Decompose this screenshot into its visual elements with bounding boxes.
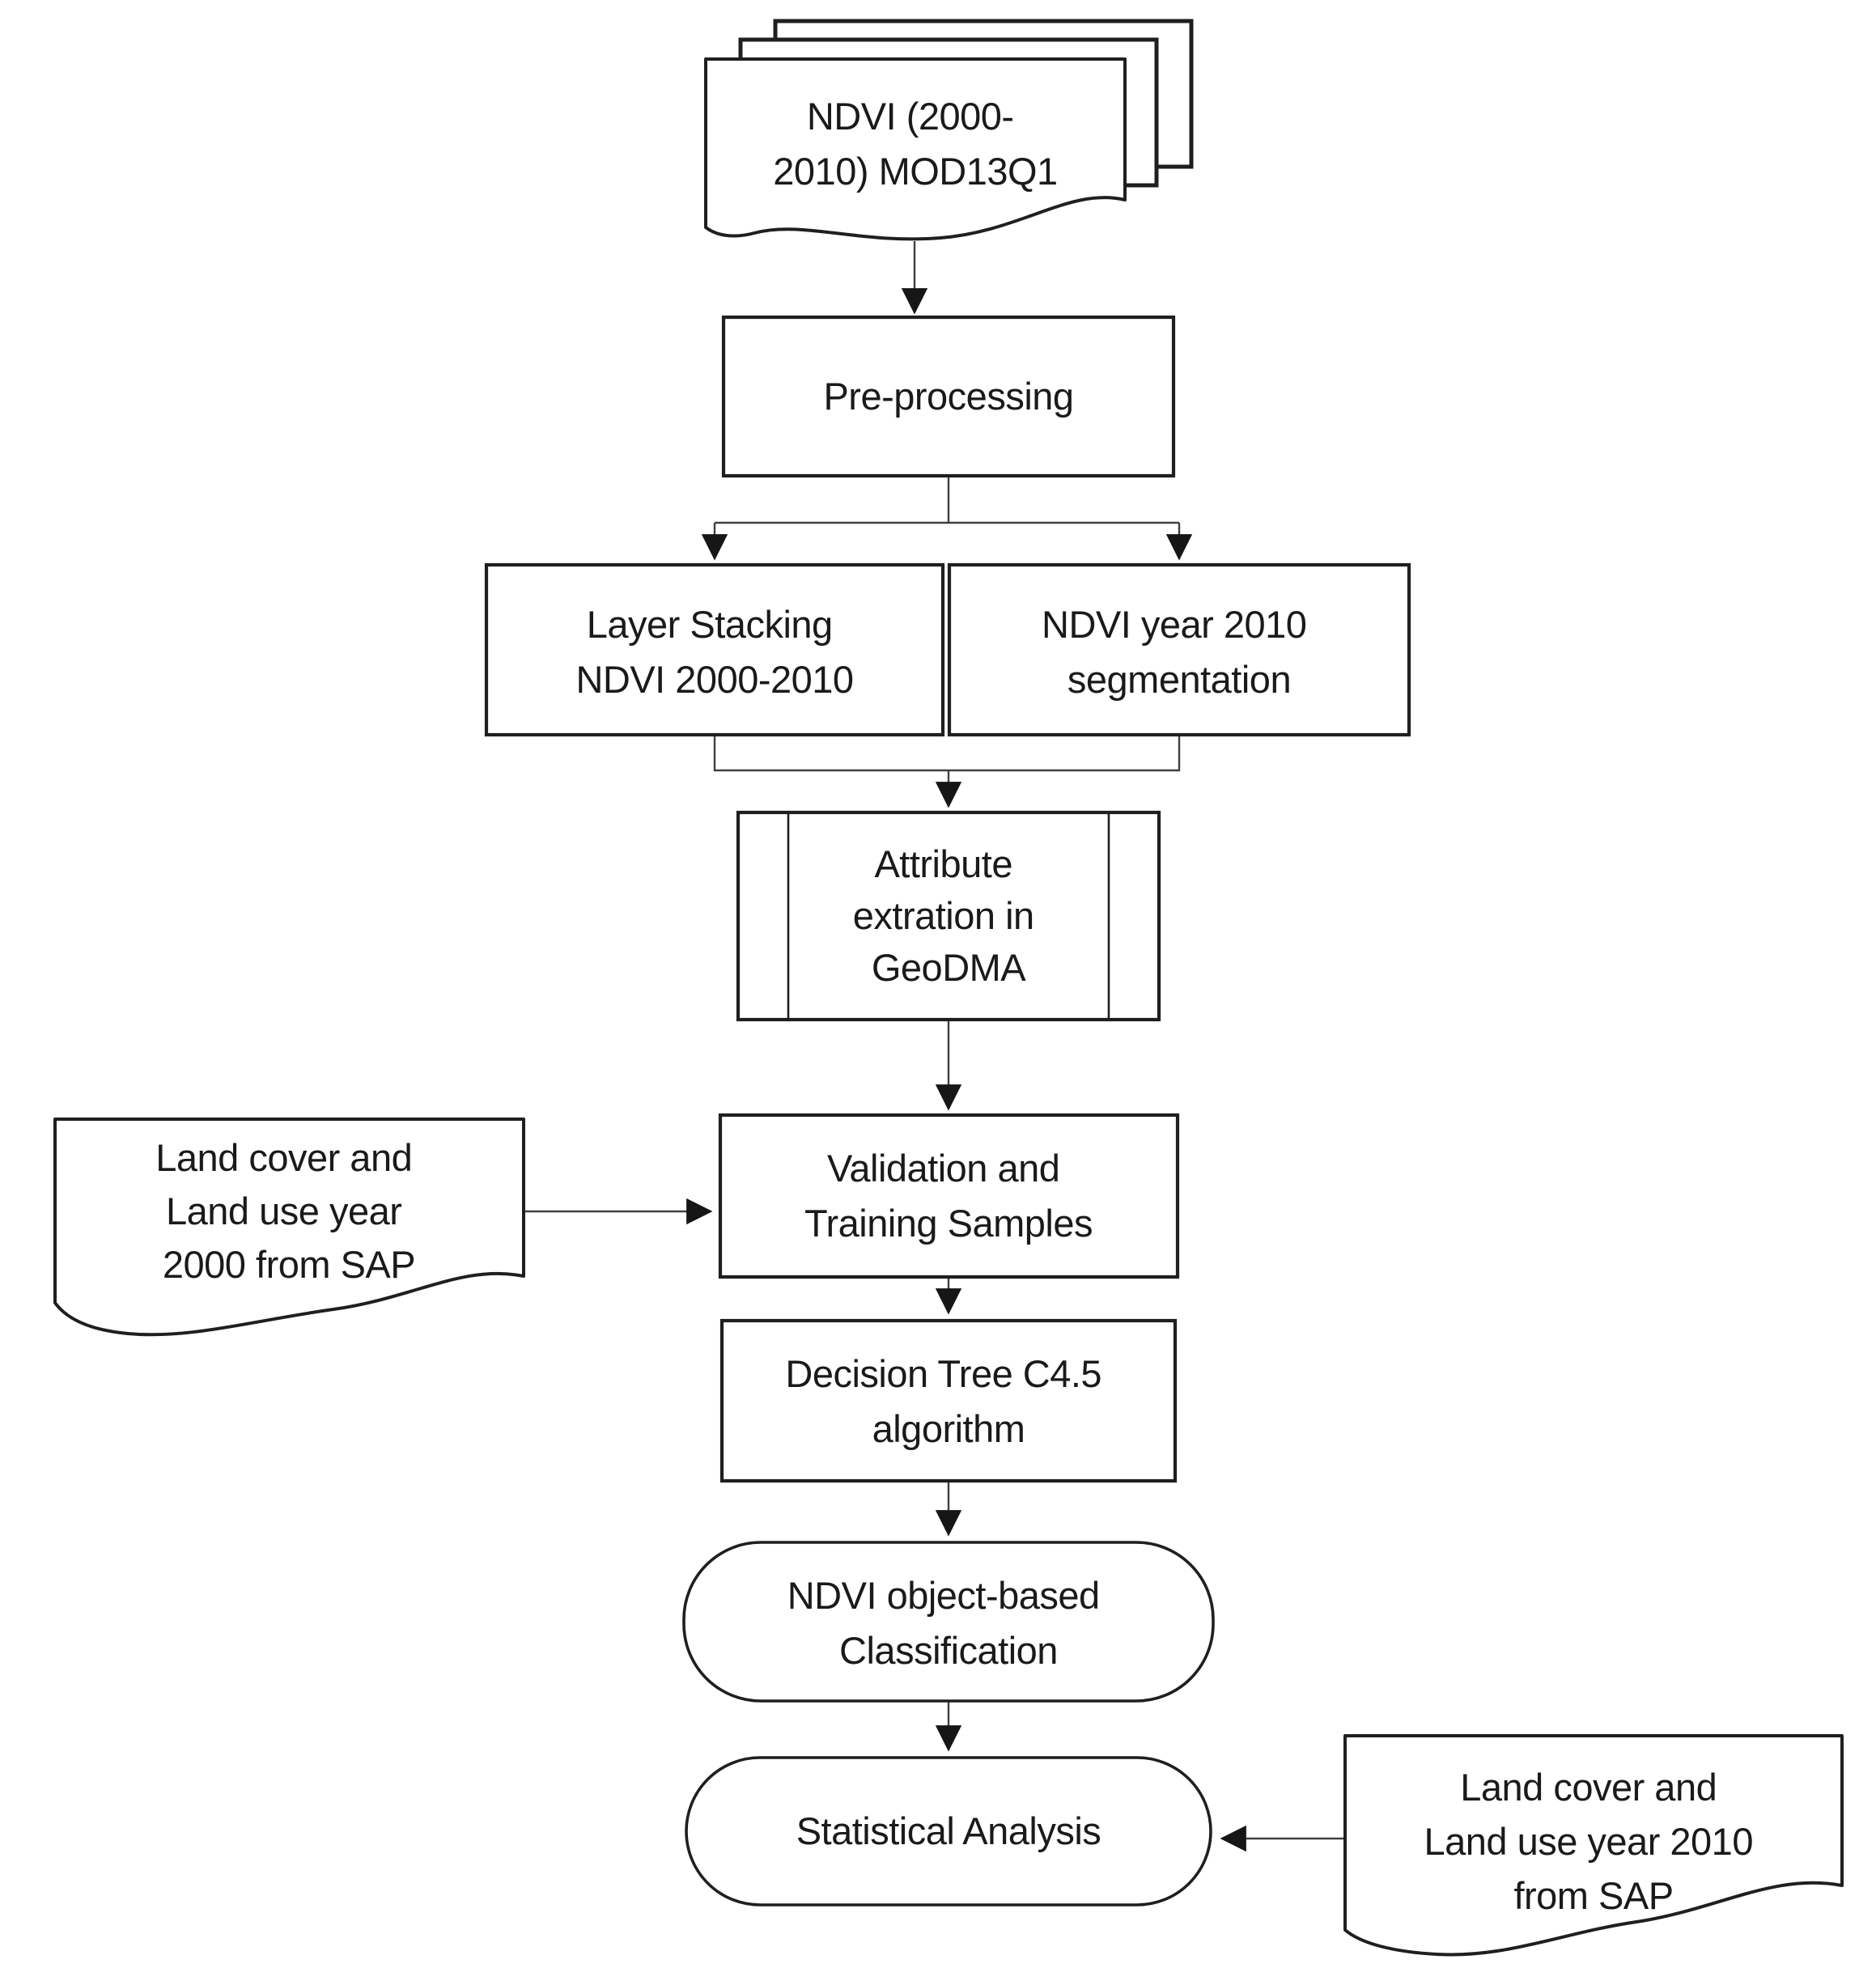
label-line: Land use year 2010: [1424, 1820, 1753, 1863]
node-label: Validation and Training Samples: [804, 1147, 1093, 1245]
document-shape: [704, 57, 1127, 241]
predefined-process-box: [736, 810, 1161, 1022]
node-classification: NDVI object-based Classification: [682, 1541, 1215, 1703]
node-label: NDVI (2000- 2010) MOD13Q1: [773, 95, 1057, 193]
node-label: Statistical Analysis: [796, 1809, 1101, 1852]
process-box: [719, 1318, 1178, 1483]
node-label: Land cover and Land use year 2000 from S…: [155, 1136, 422, 1286]
rounded-process-box: [682, 1541, 1215, 1703]
label-line: Decision Tree C4.5: [785, 1352, 1101, 1395]
label-line: Layer Stacking: [587, 603, 833, 646]
label-line: NDVI (2000-: [807, 95, 1014, 138]
label-line: 2010) MOD13Q1: [773, 150, 1057, 193]
process-box: [721, 315, 1176, 478]
label-line: Training Samples: [804, 1202, 1093, 1245]
label-line: GeoDMA: [872, 946, 1026, 989]
label-line: 2000 from SAP: [163, 1243, 415, 1286]
node-label: Attribute extration in GeoDMA: [853, 842, 1044, 989]
node-land-use-2010: Land cover and Land use year 2010 from S…: [1343, 1734, 1844, 1957]
node-attribute-extraction: Attribute extration in GeoDMA: [736, 810, 1161, 1022]
label-line: NDVI object-based: [787, 1574, 1100, 1617]
label-line: Land cover and: [1460, 1766, 1717, 1809]
connectors: [524, 241, 1345, 1852]
node-label: NDVI year 2010 segmentation: [1042, 603, 1317, 701]
connector-merge-bar: [713, 735, 1181, 772]
terminator-box: [685, 1756, 1212, 1907]
document-shape: [1343, 1734, 1844, 1957]
node-ndvi-source: NDVI (2000- 2010) MOD13Q1: [704, 19, 1194, 241]
label-line: from SAP: [1513, 1874, 1673, 1917]
node-label: Land cover and Land use year 2010 from S…: [1424, 1766, 1763, 1917]
process-box: [484, 562, 945, 737]
node-label: Pre-processing: [823, 375, 1073, 418]
node-label: NDVI object-based Classification: [787, 1574, 1110, 1672]
node-land-use-2000: Land cover and Land use year 2000 from S…: [53, 1118, 525, 1337]
node-segmentation: NDVI year 2010 segmentation: [947, 562, 1411, 737]
label-line: segmentation: [1067, 658, 1291, 701]
process-box: [947, 562, 1411, 737]
label-line: Classification: [839, 1629, 1058, 1672]
node-label: Decision Tree C4.5 algorithm: [785, 1352, 1111, 1450]
node-label: Layer Stacking NDVI 2000-2010: [575, 603, 853, 701]
label-line: NDVI year 2010: [1042, 603, 1306, 646]
label-line: extration in: [853, 894, 1034, 937]
node-pre-processing: Pre-processing: [721, 315, 1176, 478]
label-line: Validation and: [827, 1147, 1059, 1190]
node-decision-tree: Decision Tree C4.5 algorithm: [719, 1318, 1178, 1483]
node-statistical-analysis: Statistical Analysis: [685, 1756, 1212, 1907]
label-line: Statistical Analysis: [796, 1809, 1101, 1852]
label-line: Pre-processing: [823, 375, 1073, 418]
node-layer-stacking: Layer Stacking NDVI 2000-2010: [484, 562, 945, 737]
node-validation-samples: Validation and Training Samples: [718, 1113, 1180, 1279]
label-line: Land cover and: [155, 1136, 412, 1179]
label-line: Land use year: [166, 1190, 401, 1232]
label-line: algorithm: [872, 1407, 1025, 1450]
document-shape: [53, 1118, 525, 1337]
label-line: NDVI 2000-2010: [575, 658, 853, 701]
label-line: Attribute: [874, 842, 1012, 885]
process-box: [718, 1113, 1180, 1279]
